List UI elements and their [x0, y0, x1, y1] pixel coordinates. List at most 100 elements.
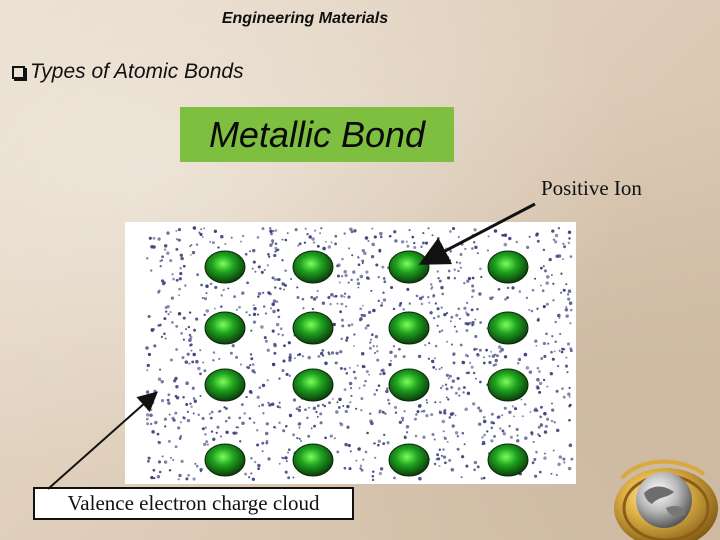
electron-dot: [429, 311, 433, 315]
electron-dot: [147, 352, 151, 357]
electron-dot: [490, 426, 494, 430]
electron-dot: [433, 462, 437, 466]
electron-dot: [515, 240, 519, 244]
electron-dot: [160, 259, 163, 262]
electron-dot: [382, 291, 385, 294]
electron-dot: [313, 424, 316, 428]
electron-dot: [569, 349, 573, 353]
electron-dot: [167, 439, 171, 443]
electron-dot: [440, 454, 443, 457]
electron-dot: [476, 353, 479, 356]
electron-dot: [359, 464, 363, 467]
electron-dot: [377, 276, 380, 279]
electron-dot: [459, 343, 463, 347]
electron-dot: [335, 410, 339, 414]
electron-dot: [427, 296, 430, 299]
electron-dot: [508, 236, 512, 241]
electron-dot: [170, 296, 175, 300]
electron-dot: [145, 405, 149, 408]
electron-dot: [364, 326, 368, 330]
electron-dot: [338, 397, 342, 402]
electron-dot: [353, 333, 356, 336]
electron-dot: [253, 371, 257, 374]
electron-dot: [381, 410, 385, 414]
electron-dot: [250, 357, 254, 361]
electron-dot: [426, 401, 429, 404]
electron-dot: [164, 425, 167, 428]
electron-dot: [476, 307, 479, 311]
electron-dot: [495, 354, 499, 358]
electron-dot: [375, 389, 378, 392]
electron-dot: [479, 267, 482, 271]
electron-dot: [464, 407, 468, 412]
electron-dot: [482, 415, 486, 419]
electron-dot: [517, 357, 522, 362]
electron-dot: [268, 255, 271, 258]
electron-dot: [166, 398, 170, 402]
electron-dot: [267, 401, 270, 404]
electron-dot: [438, 448, 441, 451]
electron-dot: [307, 355, 311, 360]
bullet-text: Types of Atomic Bonds: [30, 60, 244, 83]
electron-dot: [319, 232, 322, 235]
electron-dot: [566, 293, 570, 296]
electron-dot: [159, 368, 162, 371]
electron-dot: [160, 399, 165, 403]
electron-dot: [205, 309, 210, 313]
electron-dot: [530, 432, 534, 436]
electron-dot: [563, 461, 566, 464]
electron-dot: [273, 351, 277, 355]
electron-dot: [439, 386, 443, 390]
electron-dot: [186, 418, 191, 423]
electron-dot: [489, 296, 493, 301]
electron-dot: [472, 241, 476, 244]
electron-dot: [492, 421, 495, 425]
electron-dot: [442, 430, 445, 433]
electron-dot: [430, 413, 434, 417]
electron-dot: [543, 411, 547, 416]
electron-dot: [455, 330, 458, 333]
electron-dot: [296, 436, 299, 440]
electron-dot: [455, 313, 459, 317]
electron-dot: [160, 335, 164, 339]
electron-dot: [343, 269, 347, 274]
electron-dot: [249, 353, 253, 356]
electron-dot: [195, 317, 199, 321]
electron-dot: [428, 342, 431, 345]
electron-dot: [368, 412, 372, 415]
electron-dot: [560, 291, 563, 294]
electron-dot: [175, 278, 179, 282]
electron-dot: [568, 386, 571, 389]
electron-dot: [555, 389, 559, 393]
electron-dot: [413, 417, 417, 421]
electron-dot: [174, 411, 178, 415]
electron-dot: [177, 238, 181, 242]
electron-dot: [267, 253, 270, 256]
electron-dot: [509, 435, 513, 439]
electron-dot: [359, 467, 362, 470]
electron-dot: [377, 439, 381, 443]
electron-dot: [536, 366, 540, 370]
electron-dot: [321, 403, 324, 406]
electron-dot: [199, 349, 202, 352]
electron-dot: [246, 281, 249, 285]
electron-dot: [178, 277, 182, 281]
electron-dot: [179, 272, 183, 276]
electron-dot: [264, 431, 269, 436]
electron-dot: [274, 229, 278, 232]
electron-dot: [206, 443, 210, 446]
electron-dot: [447, 377, 450, 380]
electron-dot: [360, 352, 365, 356]
electron-dot: [476, 252, 479, 255]
electron-dot: [345, 336, 349, 340]
electron-dot: [360, 313, 364, 317]
electron-dot: [185, 381, 189, 385]
electron-dot: [241, 421, 245, 426]
electron-dot: [150, 269, 153, 272]
electron-dot: [361, 364, 366, 369]
electron-dot: [281, 369, 285, 373]
electron-dot: [192, 352, 196, 357]
electron-dot: [175, 348, 178, 351]
electron-dot: [360, 409, 363, 412]
